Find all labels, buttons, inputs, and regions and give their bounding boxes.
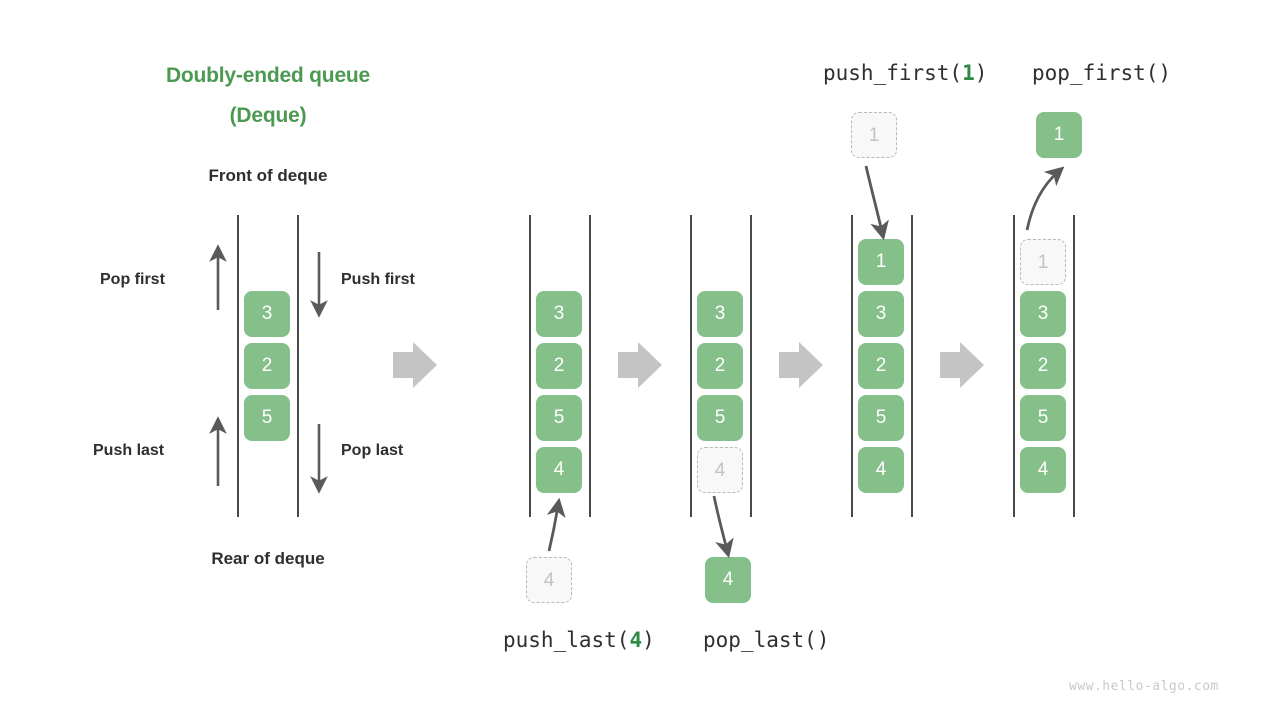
push-last-transfer-arrow-icon: [546, 497, 566, 552]
rail-right-icon: [297, 215, 299, 517]
code-label-pop-last: pop_last(): [703, 628, 830, 652]
rear-of-deque-label: Rear of deque: [211, 549, 325, 568]
deque-box: 2: [244, 343, 290, 389]
deque-box: 3: [697, 291, 743, 337]
deque-box: 3: [244, 291, 290, 337]
deque-box-removed: 1: [1020, 239, 1066, 285]
deque-box: 1: [858, 239, 904, 285]
code-push-last-close: ): [642, 628, 655, 652]
front-of-deque-label: Front of deque: [208, 166, 328, 185]
deque-box: 5: [536, 395, 582, 441]
deque-box: 3: [858, 291, 904, 337]
rail-left-icon: [690, 215, 692, 517]
deque-box: 2: [1020, 343, 1066, 389]
deque-box: 4: [858, 447, 904, 493]
deque-box: 5: [858, 395, 904, 441]
code-label-push-first: push_first(1): [823, 61, 987, 85]
floating-box-push-first-source: 1: [851, 112, 897, 158]
code-push-first-name: push_first(: [823, 61, 963, 85]
floating-box-pop-last-result: 4: [705, 557, 751, 603]
flow-arrow-icon: [618, 342, 662, 388]
push-first-transfer-arrow-icon: [864, 165, 889, 241]
rail-right-icon: [589, 215, 591, 517]
rail-right-icon: [750, 215, 752, 517]
flow-arrow-icon: [940, 342, 984, 388]
deque-box: 5: [1020, 395, 1066, 441]
rail-left-icon: [237, 215, 239, 517]
watermark: www.hello-algo.com: [1069, 679, 1219, 694]
rail-left-icon: [529, 215, 531, 517]
code-push-last-name: push_last(: [503, 628, 630, 652]
deque-box: 5: [244, 395, 290, 441]
label-pop-last: Pop last: [341, 442, 404, 459]
page-title: Doubly-ended queue (Deque): [108, 56, 428, 136]
pop-first-transfer-arrow-icon: [1025, 166, 1065, 231]
code-push-first-close: ): [974, 61, 988, 85]
code-push-first-arg: 1: [962, 61, 975, 85]
label-pop-first: Pop first: [100, 271, 165, 288]
deque-box: 4: [1020, 447, 1066, 493]
label-push-last: Push last: [93, 442, 165, 459]
title-line-1: Doubly-ended queue: [165, 64, 371, 87]
deque-box: 2: [536, 343, 582, 389]
rail-right-icon: [1073, 215, 1075, 517]
label-push-first: Push first: [341, 271, 415, 288]
code-label-pop-first: pop_first(): [1032, 61, 1172, 85]
code-label-push-last: push_last(4): [503, 628, 655, 652]
deque-box: 3: [536, 291, 582, 337]
deque-box: 5: [697, 395, 743, 441]
deque-box: 2: [697, 343, 743, 389]
code-push-last-arg: 4: [629, 628, 643, 652]
deque-box: 4: [536, 447, 582, 493]
deque-box: 2: [858, 343, 904, 389]
rail-left-icon: [851, 215, 853, 517]
floating-box-push-last-source: 4: [526, 557, 572, 603]
rail-left-icon: [1013, 215, 1015, 517]
flow-arrow-icon: [779, 342, 823, 388]
deque-box: 3: [1020, 291, 1066, 337]
deque-box-removed: 4: [697, 447, 743, 493]
flow-arrow-icon: [393, 342, 437, 388]
pop-last-transfer-arrow-icon: [712, 495, 734, 559]
floating-box-pop-first-result: 1: [1036, 112, 1082, 158]
title-line-2: (Deque): [229, 104, 307, 127]
rail-right-icon: [911, 215, 913, 517]
